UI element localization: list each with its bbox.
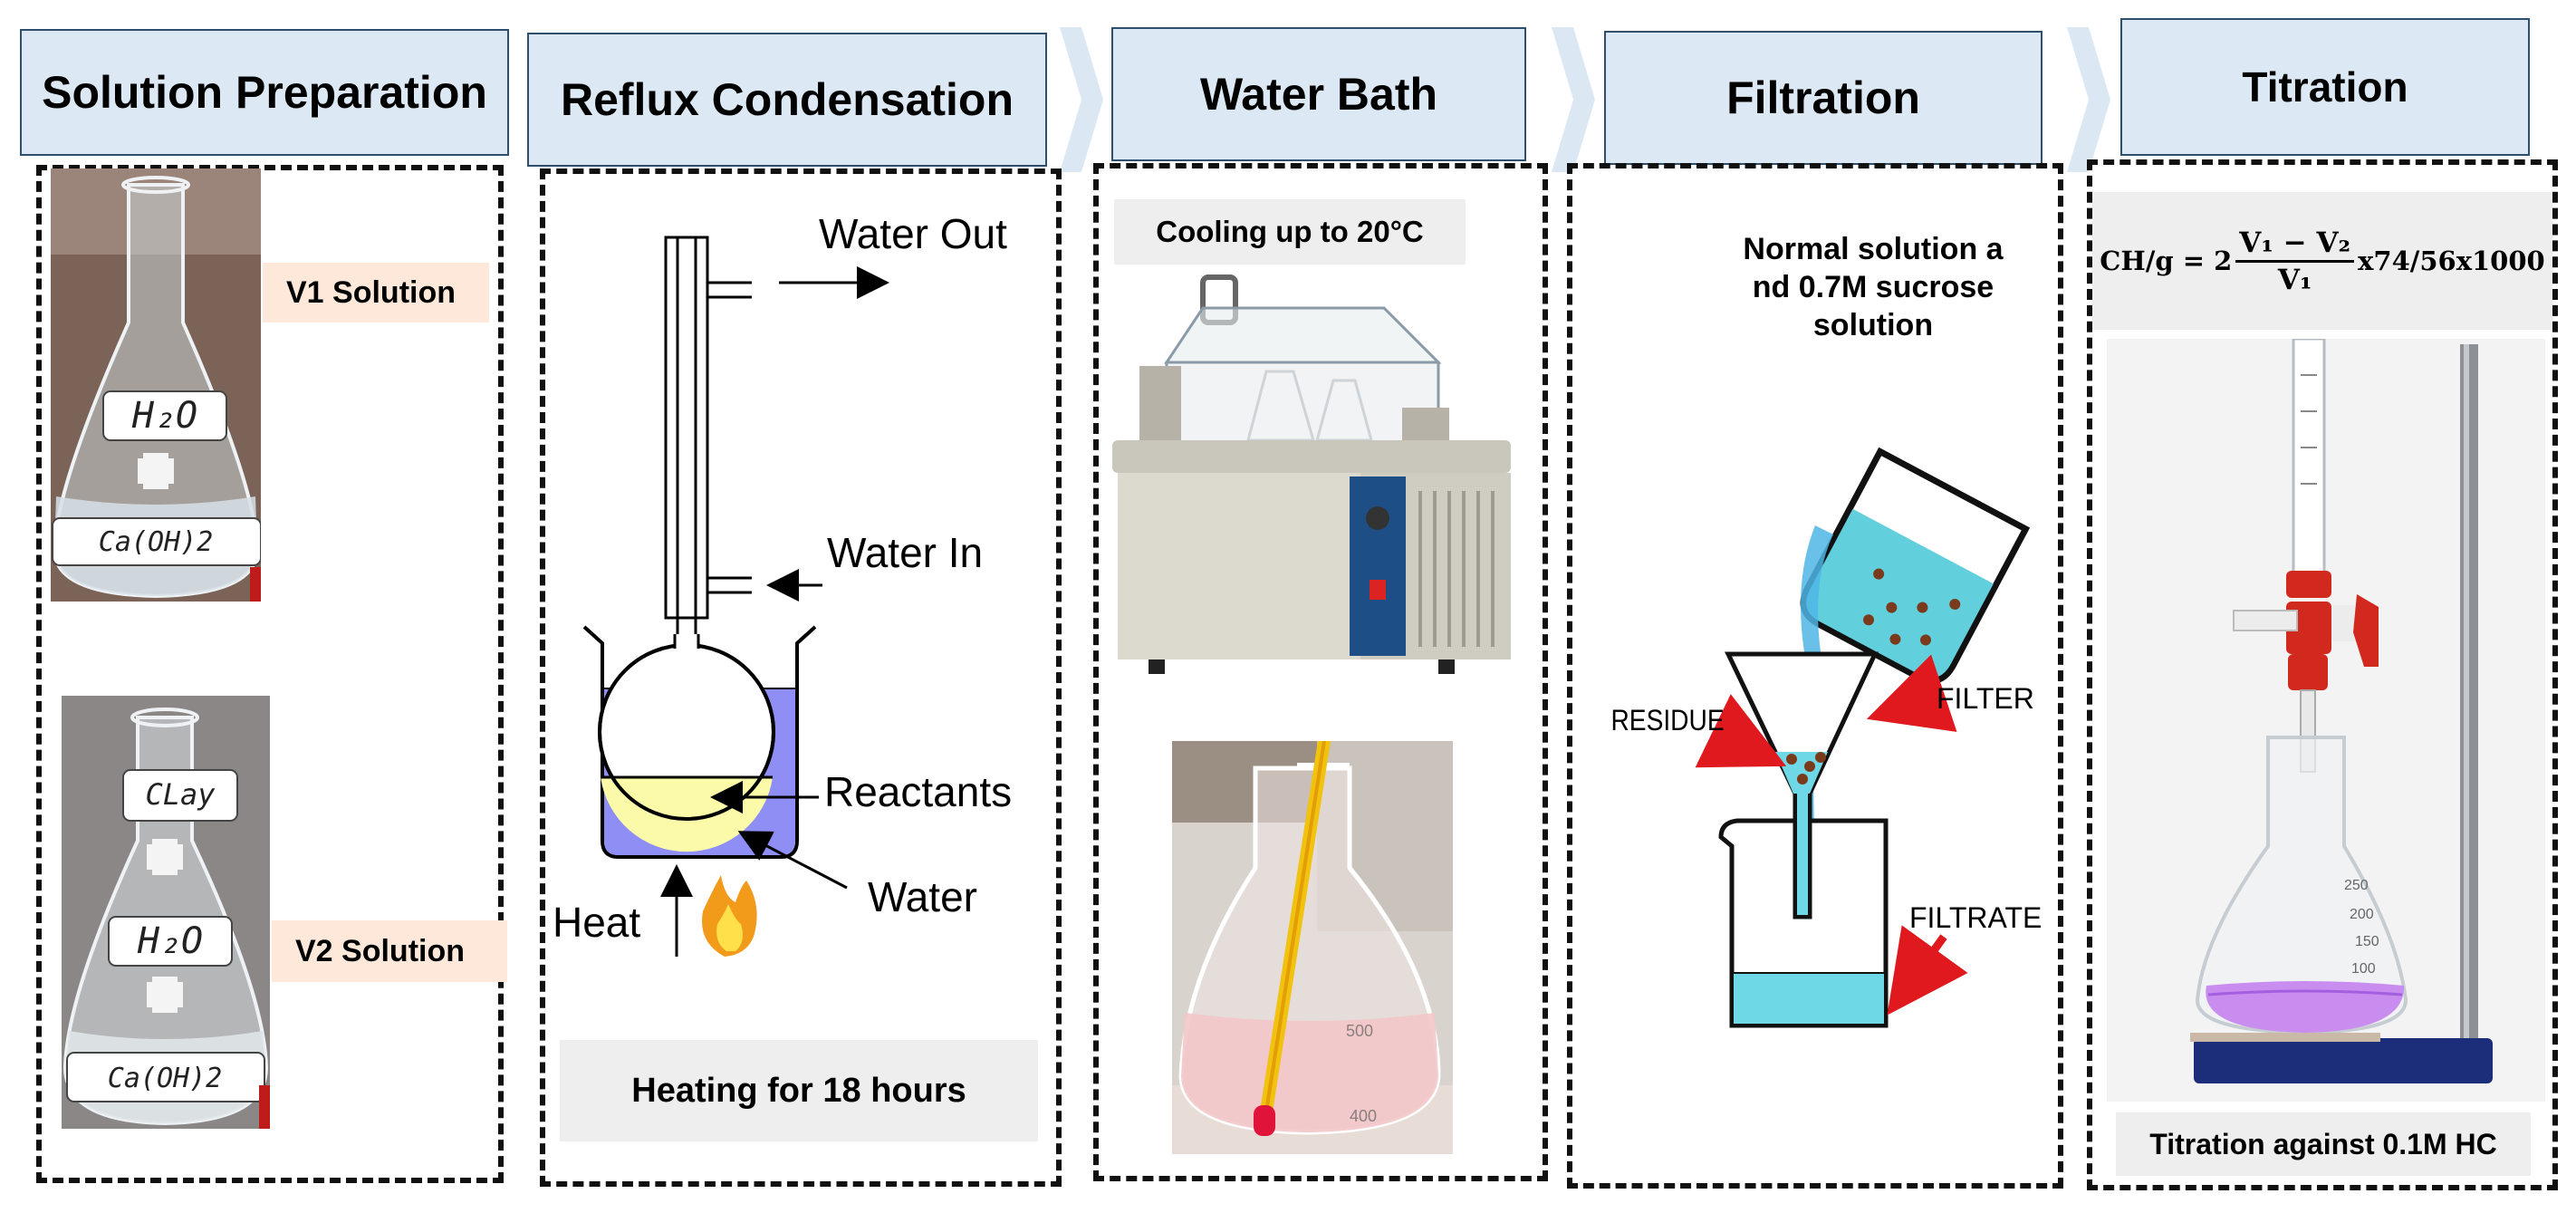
formula-numerator: V₁ − V₂ — [2235, 226, 2355, 263]
flask-graduation-mark: 400 — [1350, 1107, 1377, 1125]
stage-panel-filtration — [1567, 163, 2063, 1189]
tag-v1-solution: V1 Solution — [263, 263, 489, 323]
label-water: Water — [868, 873, 977, 920]
label-heat: Heat — [553, 899, 640, 946]
filtration-diagram: RESIDUE FILTER FILTRATE — [1610, 447, 2042, 1028]
label-filter: FILTER — [1937, 682, 2034, 715]
label-filtrate: FILTRATE — [1909, 901, 2042, 934]
stage-title: Reflux Condensation — [560, 74, 1014, 125]
formula-fraction: V₁ − V₂ V₁ — [2235, 226, 2355, 297]
flask-thermometer-photo: 500 400 — [1172, 741, 1453, 1154]
stage-header-filtration: Filtration — [1604, 31, 2043, 165]
formula-lime: Ca(OH)2 — [108, 1063, 222, 1094]
water-bath-photo — [1112, 272, 1511, 707]
titration-formula: CH/g = 2 V₁ − V₂ V₁ x74/56x1000 — [2092, 192, 2552, 330]
label-water-out: Water Out — [819, 217, 1007, 257]
caption-heating-duration: Heating for 18 hours — [560, 1040, 1038, 1141]
flask-graduation-mark: 250 — [2344, 878, 2369, 893]
stage-title: Titration — [2242, 63, 2408, 111]
formula-rhs: x74/56x1000 — [2358, 245, 2545, 276]
flow-arrow — [2067, 27, 2110, 172]
stage-title: Filtration — [1726, 72, 1920, 123]
formula-lime: Ca(OH)2 — [99, 526, 213, 558]
stage-header-titration: Titration — [2120, 18, 2530, 156]
stage-title: Water Bath — [1199, 69, 1438, 120]
stage-header-reflux-condensation: Reflux Condensation — [527, 33, 1047, 167]
flask-graduation-mark: 500 — [1346, 1022, 1373, 1040]
stage-title: Solution — [42, 67, 224, 118]
flask-graduation-mark: 200 — [2350, 907, 2374, 922]
stage-header-solution-preparation: Solution Preparation — [20, 29, 509, 156]
stage-title: Preparation — [235, 67, 487, 118]
stage-panel-water-bath — [1093, 163, 1548, 1181]
flow-arrow — [1060, 27, 1103, 172]
caption-titration: Titration against 0.1M HC — [2116, 1112, 2531, 1176]
flask-graduation-mark: 100 — [2351, 961, 2376, 977]
label-reactants: Reactants — [824, 768, 1012, 815]
formula-denominator: V₁ — [2277, 263, 2312, 296]
titration-photo: 250 200 150 100 — [2107, 339, 2545, 1102]
formula-water: H₂O — [131, 395, 197, 437]
formula-clay: CLay — [145, 777, 216, 812]
flask-photo-v2: CLay H₂O Ca(OH)2 — [62, 696, 270, 1129]
formula-lhs: CH/g = 2 — [2100, 245, 2233, 276]
label-water-in: Water In — [827, 529, 983, 576]
stage-header-water-bath: Water Bath — [1111, 27, 1526, 161]
caption-cooling-temperature: Cooling up to 20°C — [1114, 199, 1466, 265]
flask-photo-v1: H₂O Ca(OH)2 — [51, 168, 261, 602]
flask-graduation-mark: 150 — [2355, 934, 2379, 949]
flow-arrow — [1552, 27, 1595, 172]
stage-panel-reflux — [540, 168, 1062, 1187]
formula-water: H₂O — [137, 920, 203, 962]
label-residue: RESIDUE — [1610, 705, 1724, 736]
stage-panel-preparation — [36, 165, 504, 1183]
stage-panel-titration — [2087, 159, 2558, 1190]
filtration-description: Normal solution a nd 0.7M sucrose soluti… — [1743, 232, 2004, 342]
reflux-apparatus: Water Out Water In Reactants Water Heat — [553, 217, 1012, 957]
tag-v2-solution: V2 Solution — [272, 920, 507, 982]
